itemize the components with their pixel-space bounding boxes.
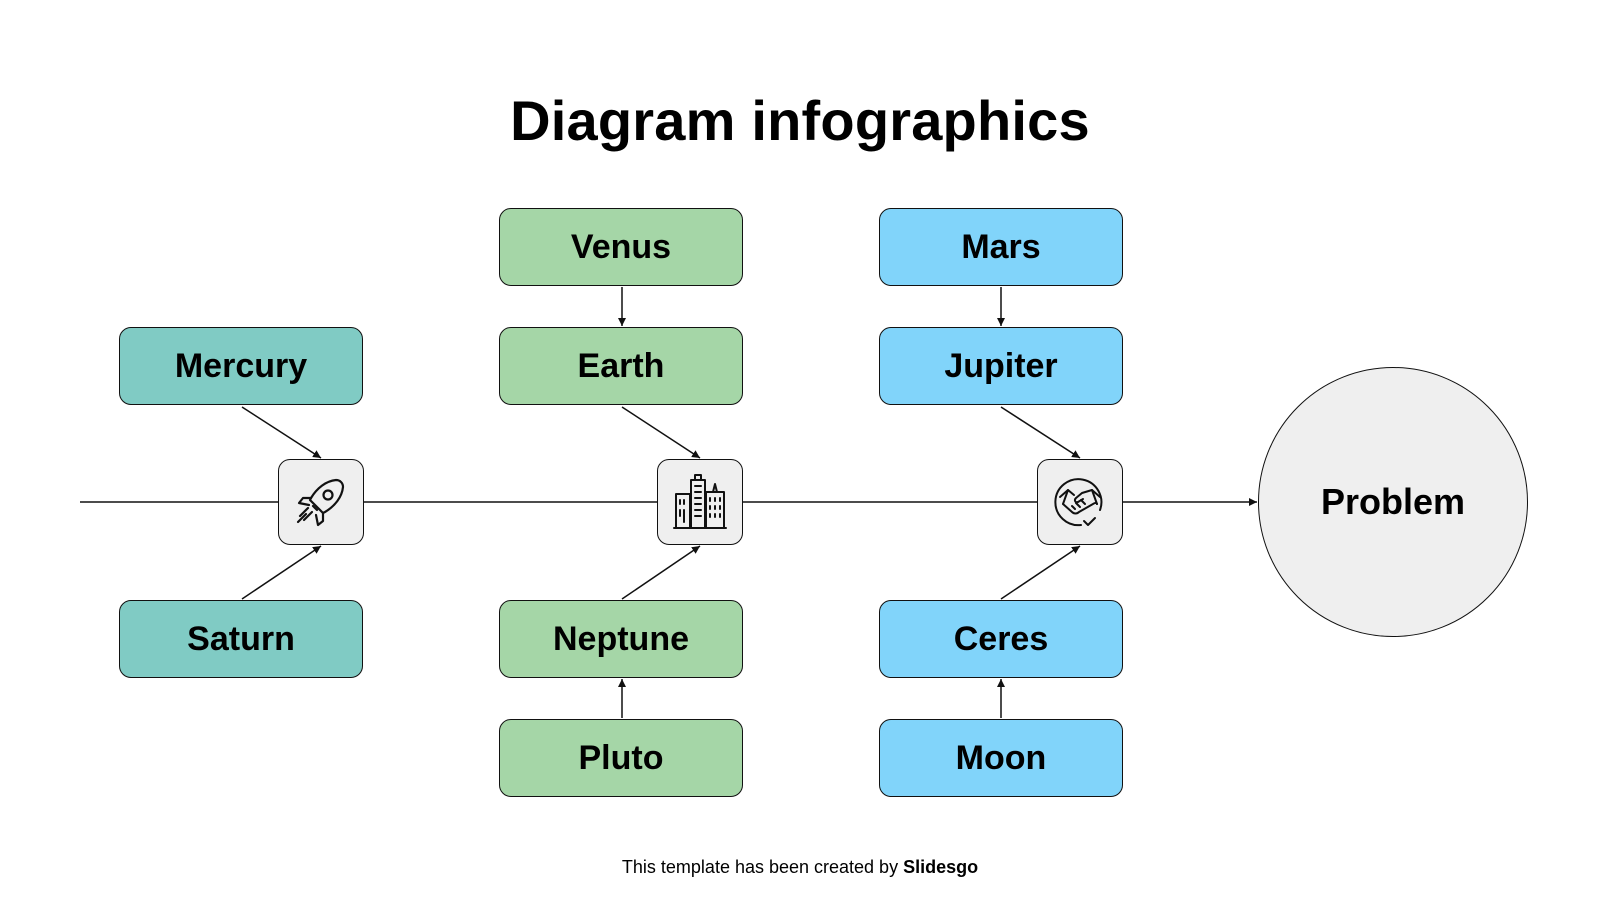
footer-brand: Slidesgo [903,857,979,877]
node-mercury: Mercury [119,327,363,405]
node-neptune: Neptune [499,600,743,678]
arrow-mercury-rocket [241,406,322,459]
node-mars: Mars [879,208,1123,286]
arrow-jupiter-handshake [1000,406,1081,459]
buildings-icon [673,474,727,529]
node-moon: Moon [879,719,1123,797]
node-venus: Venus [499,208,743,286]
arrow-neptune-buildings [621,545,701,600]
node-jupiter: Jupiter [879,327,1123,405]
handshake-icon [1054,478,1103,527]
node-earth: Earth [499,327,743,405]
node-pluto: Pluto [499,719,743,797]
node-ceres: Ceres [879,600,1123,678]
rocket-icon [296,478,345,527]
arrow-ceres-handshake [1000,545,1081,600]
arrow-earth-buildings [621,406,701,459]
node-saturn: Saturn [119,600,363,678]
rocket-node [278,459,364,545]
footer-prefix: This template has been created by [621,857,904,877]
arrow-saturn-rocket [241,545,322,600]
page-title: Diagram infographics [510,89,1090,152]
buildings-node [657,459,743,545]
handshake-node [1037,459,1123,545]
problem-node: Problem [1258,367,1528,637]
footer-credit: This template has been created by Slides… [0,856,1600,878]
